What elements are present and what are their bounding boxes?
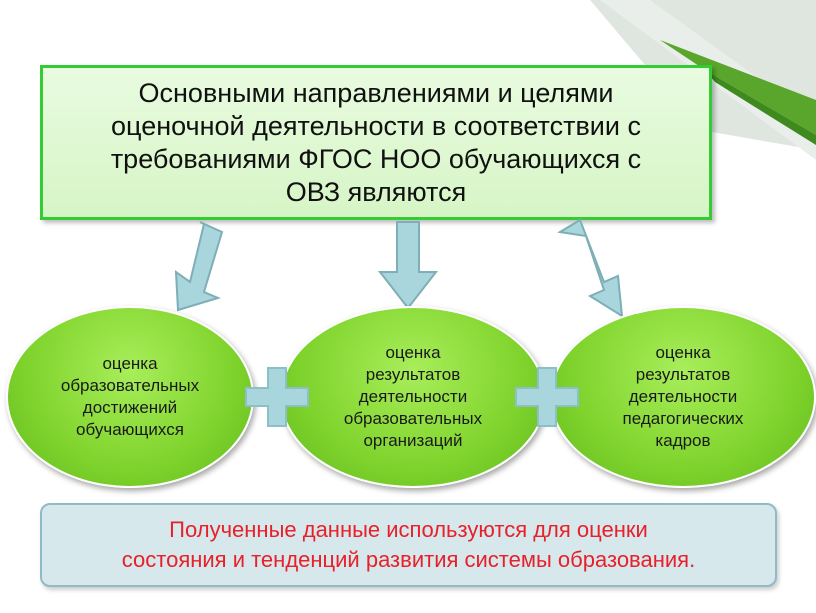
- down-arrow-icon: [174, 221, 224, 312]
- title-text: Основными направлениями и целями оценочн…: [110, 77, 642, 207]
- plus-icon: [245, 367, 309, 427]
- ellipse-organization-results: оценка результатов деятельности образова…: [280, 306, 546, 488]
- plus-icon: [515, 367, 579, 427]
- ellipse-student-achievements: оценка образовательных достижений обучаю…: [6, 306, 254, 488]
- conclusion-text: Полученные данные используются для оценк…: [121, 517, 696, 572]
- ellipse-text: оценка образовательных достижений обучаю…: [60, 354, 200, 439]
- conclusion-box: Полученные данные используются для оценк…: [40, 503, 777, 587]
- ellipse-text: оценка результатов деятельности образова…: [343, 343, 483, 450]
- ellipse-teacher-results: оценка результатов деятельности педагоги…: [550, 306, 816, 488]
- down-arrow-icon: [557, 218, 624, 318]
- title-box: Основными направлениями и целями оценочн…: [40, 65, 712, 220]
- down-arrow-icon: [377, 221, 439, 310]
- ellipse-text: оценка результатов деятельности педагоги…: [622, 343, 744, 450]
